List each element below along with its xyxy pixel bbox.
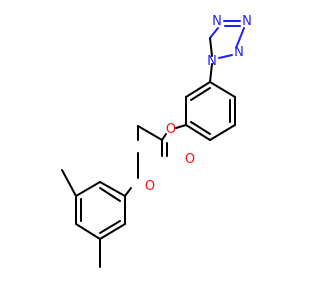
- bond-aromatic: [209, 81, 236, 98]
- bond-aromatic: [185, 124, 211, 141]
- atom-tetrazole-n3: N: [234, 45, 244, 60]
- atom-tetrazole-n2: N: [242, 14, 252, 29]
- bond-tetrazole-n-c: [218, 54, 233, 59]
- atom-ether-o: O: [145, 179, 155, 194]
- bonds: [61, 20, 245, 268]
- bond-aromatic: [185, 81, 211, 98]
- bond-aromatic: [75, 223, 101, 240]
- bond-aromatic-inner: [99, 187, 121, 202]
- bond-aromatic-inner: [190, 87, 211, 101]
- bond-aromatic-inner: [99, 220, 121, 234]
- bond-aryl-o: [175, 124, 187, 129]
- atom-tetrazole-n4: N: [207, 54, 217, 69]
- bond-aromatic-inner: [190, 121, 211, 135]
- bond-n-aryl: [209, 63, 213, 83]
- bond-aromatic: [99, 223, 126, 240]
- atom-carbonyl-o: O: [185, 152, 195, 167]
- atom-labels: N N N N O O O: [145, 14, 252, 194]
- bond-aromatic: [99, 181, 126, 197]
- bond-tetrazole-n-n: [235, 27, 245, 49]
- atom-ester-o: O: [166, 122, 176, 137]
- bond-aromatic: [75, 181, 101, 197]
- bond-methyl: [61, 169, 77, 197]
- bond-c-ch2: [137, 125, 163, 141]
- bond-tetrazole-c-n: [209, 37, 213, 57]
- bond-o-aryl: [124, 187, 132, 197]
- bond-o-carbonyl: [161, 133, 167, 141]
- molecule-canvas: N N N N O O O: [61, 14, 252, 268]
- molecule-structure: N N N N O O O: [61, 14, 252, 268]
- bond-aromatic: [209, 124, 236, 141]
- atom-tetrazole-n1: N: [212, 14, 222, 29]
- bond-tetrazole-n-c: [209, 27, 219, 39]
